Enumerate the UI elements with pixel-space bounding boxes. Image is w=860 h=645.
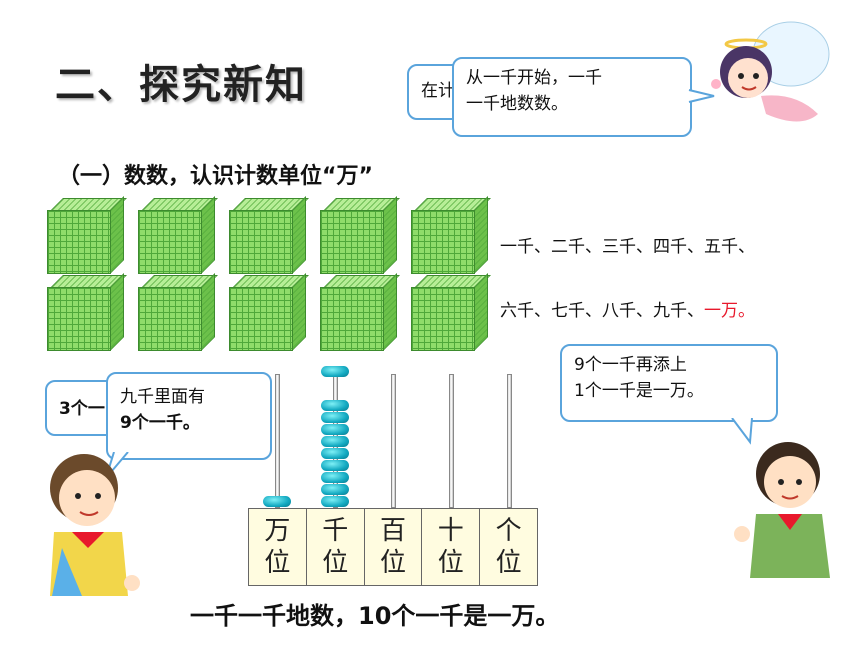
boy-bubble-line2: 9个一千。 <box>120 413 200 433</box>
page-title: 二、探究新知 <box>55 62 307 108</box>
place-ge-label: 个 <box>495 516 522 546</box>
fairy-bubble-line2: 一千地数数。 <box>466 94 568 114</box>
place-wan: 万 位 <box>249 509 307 585</box>
place-qian: 千 位 <box>307 509 365 585</box>
thousand-cube <box>229 287 293 351</box>
fairy-bubble-tail <box>688 89 715 103</box>
girl-bubble-tail <box>731 418 753 445</box>
girl-bubble-line2: 1个一千是一万。 <box>574 381 704 401</box>
cube-side-face <box>201 273 215 351</box>
sequence-line2: 六千、七千、八千、九千、一万。 <box>500 296 755 321</box>
cube-side-face <box>474 196 488 274</box>
abacus-bead <box>321 400 349 411</box>
thousand-cube <box>229 210 293 274</box>
abacus-bead <box>321 412 349 423</box>
place-wan-label: 万 <box>264 516 291 546</box>
thousand-cube <box>320 210 384 274</box>
cube-side-face <box>110 196 124 274</box>
place-shi: 十 位 <box>422 509 481 585</box>
place-wan-suffix: 位 <box>264 548 291 578</box>
conclusion-text: 一千一千地数，10个一千是一万。 <box>190 602 560 630</box>
place-bai-label: 百 <box>379 516 406 546</box>
abacus-rod <box>449 374 454 508</box>
thousand-cube <box>47 210 111 274</box>
place-shi-label: 十 <box>437 516 464 546</box>
boy-bubble-line1: 九千里面有 <box>120 387 205 407</box>
cube-side-face <box>110 273 124 351</box>
boy-bubble: 九千里面有 9个一千。 <box>106 372 272 460</box>
abacus-bead <box>321 424 349 435</box>
abacus-bead <box>321 436 349 447</box>
place-qian-label: 千 <box>322 516 349 546</box>
cube-side-face <box>201 196 215 274</box>
girl-illustration <box>734 442 830 578</box>
abacus-bead <box>321 484 349 495</box>
girl-bubble-line1: 9个一千再添上 <box>574 355 687 375</box>
abacus-bead <box>321 472 349 483</box>
place-bai-suffix: 位 <box>379 548 406 578</box>
thousand-cube <box>320 287 384 351</box>
cube-side-face <box>292 273 306 351</box>
abacus-bead-added <box>321 366 349 377</box>
thousand-cube <box>138 210 202 274</box>
cube-side-face <box>383 273 397 351</box>
sequence-line2-prefix: 六千、七千、八千、九千、 <box>500 301 704 321</box>
abacus-rod <box>391 374 396 508</box>
thousand-cube <box>138 287 202 351</box>
cube-side-face <box>474 273 488 351</box>
cube-side-face <box>383 196 397 274</box>
abacus-rod <box>507 374 512 508</box>
place-bai: 百 位 <box>365 509 423 585</box>
section-subtitle: （一）数数，认识计数单位“万” <box>58 164 373 189</box>
fairy-illustration <box>711 21 830 122</box>
boy-bubble-back-text: 3个一 <box>59 399 105 419</box>
thousand-cube <box>47 287 111 351</box>
abacus-rod <box>275 374 280 508</box>
abacus-bead <box>321 496 349 507</box>
abacus-bead <box>321 460 349 471</box>
sequence-line1: 一千、二千、三千、四千、五千、 <box>500 237 755 257</box>
place-ge: 个 位 <box>480 509 537 585</box>
place-shi-suffix: 位 <box>437 548 464 578</box>
cube-side-face <box>292 196 306 274</box>
sequence-highlight: 一万。 <box>704 301 755 321</box>
place-qian-suffix: 位 <box>322 548 349 578</box>
fairy-bubble: 从一千开始，一千 一千地数数。 <box>452 57 692 137</box>
thousand-cube <box>411 210 475 274</box>
boy-illustration <box>50 454 140 596</box>
place-ge-suffix: 位 <box>495 548 522 578</box>
abacus-bead <box>321 448 349 459</box>
fairy-bubble-line1: 从一千开始，一千 <box>466 68 602 88</box>
place-value-chart: 万 位 千 位 百 位 十 位 个 位 <box>248 508 538 586</box>
thousand-cube <box>411 287 475 351</box>
girl-bubble: 9个一千再添上 1个一千是一万。 <box>560 344 778 422</box>
fairy-bubble-back-text: 在计 <box>421 81 455 101</box>
abacus-bead <box>263 496 291 507</box>
